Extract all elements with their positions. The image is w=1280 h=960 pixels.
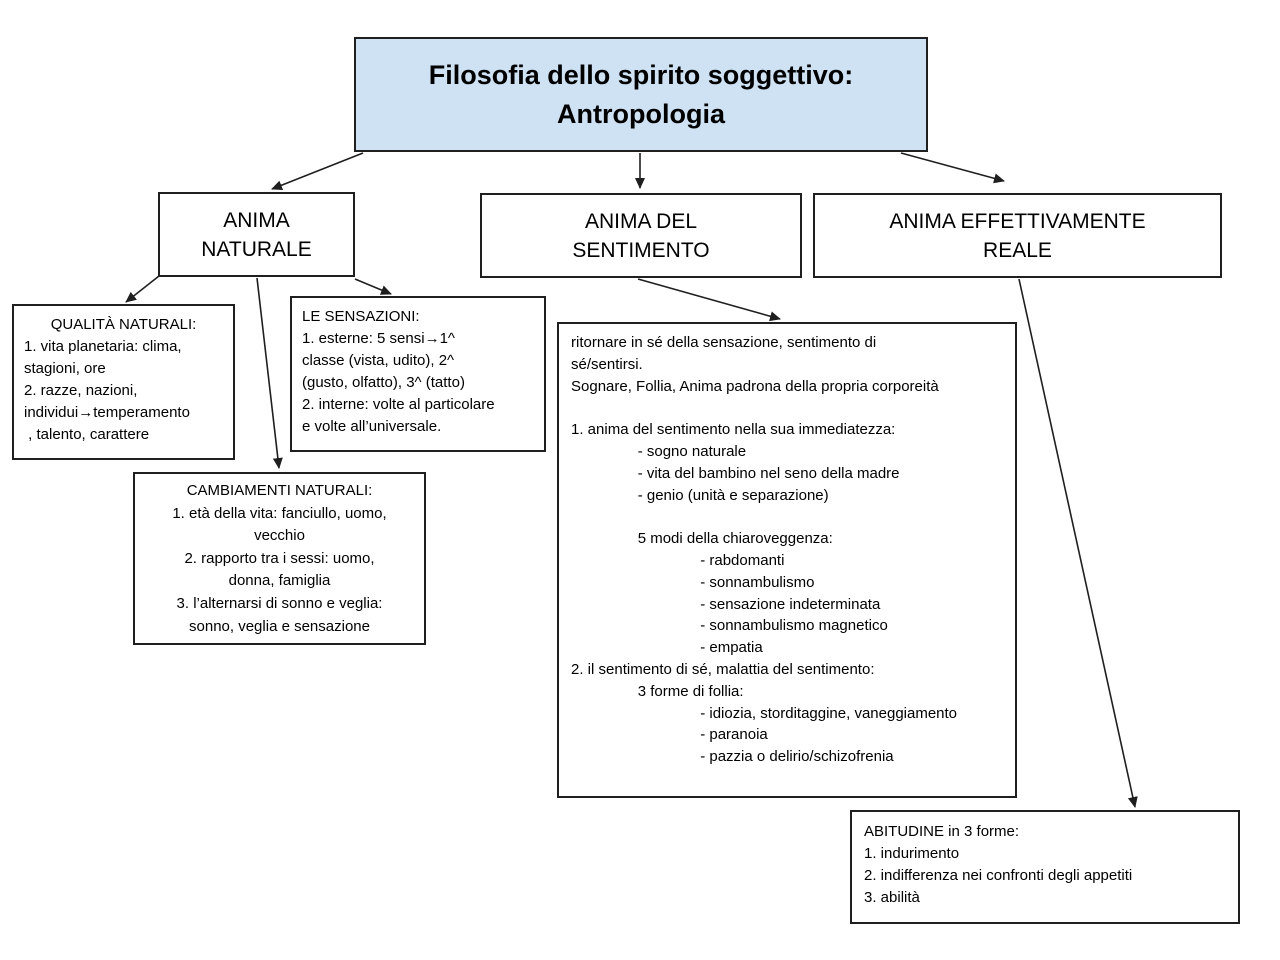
node-heading: LE SENSAZIONI: bbox=[302, 308, 420, 325]
edge-anima-del-sentimento-dettaglio bbox=[637, 278, 781, 322]
node-label: ANIMA NATURALE bbox=[201, 208, 312, 261]
edge-anima-naturale-qualita-naturali bbox=[125, 275, 160, 303]
node-anima-sentimento-dettaglio: ritornare in sé della sensazione, sentim… bbox=[557, 322, 1017, 798]
node-anima-naturale: ANIMA NATURALE bbox=[158, 192, 355, 277]
edge-title-anima-effettivamente-reale bbox=[900, 152, 1005, 184]
node-anima-del-sentimento: ANIMA DEL SENTIMENTO bbox=[480, 193, 802, 278]
node-body: 1. vita planetaria: clima, stagioni, ore… bbox=[24, 338, 190, 443]
node-qualita-naturali: QUALITÀ NATURALI: 1. vita planetaria: cl… bbox=[12, 304, 235, 460]
node-label: ANIMA DEL SENTIMENTO bbox=[572, 209, 710, 262]
node-body: 1. età della vita: fanciullo, uomo, vecc… bbox=[172, 504, 387, 635]
edge-anima-effettivamente-reale-abitudine bbox=[1018, 278, 1138, 808]
node-body: 1. esterne: 5 sensi→1^ classe (vista, ud… bbox=[302, 330, 495, 435]
node-le-sensazioni: LE SENSAZIONI: 1. esterne: 5 sensi→1^ cl… bbox=[290, 296, 546, 452]
node-abitudine: ABITUDINE in 3 forme: 1. indurimento 2. … bbox=[850, 810, 1240, 924]
node-cambiamenti-naturali: CAMBIAMENTI NATURALI: 1. età della vita:… bbox=[133, 472, 426, 645]
diagram-title: Filosofia dello spirito soggettivo: Antr… bbox=[428, 59, 854, 129]
edge-anima-naturale-le-sensazioni bbox=[354, 278, 392, 295]
node-body: ABITUDINE in 3 forme: 1. indurimento 2. … bbox=[864, 823, 1133, 906]
edge-title-anima-naturale bbox=[271, 152, 364, 190]
title-box: Filosofia dello spirito soggettivo: Antr… bbox=[354, 37, 928, 152]
edge-anima-naturale-cambiamenti-naturali bbox=[256, 277, 283, 469]
node-body: ritornare in sé della sensazione, sentim… bbox=[571, 334, 958, 766]
node-heading: QUALITÀ NATURALI: bbox=[50, 316, 197, 333]
node-label: ANIMA EFFETTIVAMENTE REALE bbox=[889, 209, 1146, 262]
node-anima-effettivamente-reale: ANIMA EFFETTIVAMENTE REALE bbox=[813, 193, 1222, 278]
node-heading: CAMBIAMENTI NATURALI: bbox=[186, 482, 373, 499]
